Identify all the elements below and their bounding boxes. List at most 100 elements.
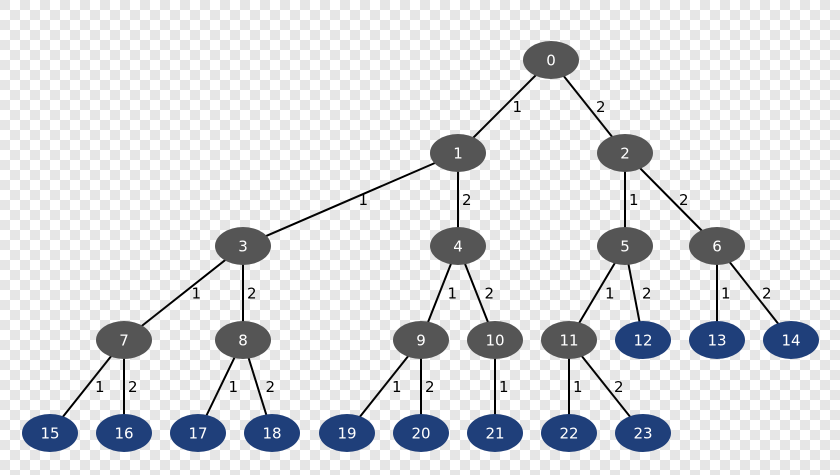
node-7: 7 (96, 321, 152, 359)
leaf-node-13: 13 (689, 321, 745, 359)
node-label: 13 (707, 332, 726, 350)
edge-label-9-20: 2 (425, 378, 435, 396)
edge-1-3 (242, 152, 459, 247)
node-shape (215, 321, 271, 359)
node-label: 10 (485, 332, 504, 350)
edge-label-5-12: 2 (642, 285, 652, 303)
node-1: 1 (430, 134, 486, 172)
node-label: 8 (238, 332, 248, 350)
node-label: 3 (238, 238, 248, 256)
edge-label-11-22: 1 (573, 378, 583, 396)
edge-label-7-16: 2 (128, 378, 138, 396)
node-3: 3 (215, 227, 271, 265)
node-shape (541, 414, 597, 452)
edge-label-9-19: 1 (392, 378, 402, 396)
node-shape (467, 321, 523, 359)
leaf-node-17: 17 (170, 414, 226, 452)
node-label: 2 (620, 145, 630, 163)
node-label: 18 (262, 425, 281, 443)
node-11: 11 (541, 321, 597, 359)
node-2: 2 (597, 134, 653, 172)
node-5: 5 (597, 227, 653, 265)
node-shape (96, 414, 152, 452)
node-label: 20 (411, 425, 430, 443)
node-label: 16 (114, 425, 133, 443)
node-shape (430, 227, 486, 265)
node-9: 9 (393, 321, 449, 359)
node-shape (597, 134, 653, 172)
edge-label-10-21: 1 (499, 378, 509, 396)
node-label: 22 (559, 425, 578, 443)
node-label: 12 (633, 332, 652, 350)
node-label: 19 (337, 425, 356, 443)
edge-label-1-4: 2 (462, 191, 472, 209)
node-label: 11 (559, 332, 578, 350)
node-10: 10 (467, 321, 523, 359)
edge-3-7 (123, 245, 244, 341)
node-shape (541, 321, 597, 359)
node-6: 6 (689, 227, 745, 265)
node-label: 5 (620, 238, 630, 256)
edge-label-0-1: 1 (513, 98, 523, 116)
node-shape (597, 227, 653, 265)
edge-label-3-8: 2 (247, 285, 257, 303)
node-shape (215, 227, 271, 265)
node-shape (22, 414, 78, 452)
node-shape (523, 41, 579, 79)
leaf-node-21: 21 (467, 414, 523, 452)
node-shape (96, 321, 152, 359)
leaf-node-12: 12 (615, 321, 671, 359)
leaf-node-15: 15 (22, 414, 78, 452)
node-label: 6 (712, 238, 722, 256)
node-shape (467, 414, 523, 452)
node-label: 0 (546, 52, 556, 70)
node-shape (689, 227, 745, 265)
leaf-node-19: 19 (319, 414, 375, 452)
node-label: 23 (633, 425, 652, 443)
node-shape (393, 414, 449, 452)
edge-label-1-3: 1 (359, 191, 369, 209)
node-shape (615, 321, 671, 359)
edge-label-11-23: 2 (614, 378, 624, 396)
edge-label-5-11: 1 (605, 285, 615, 303)
node-4: 4 (430, 227, 486, 265)
edge-label-8-17: 1 (229, 378, 239, 396)
edge-label-7-15: 1 (95, 378, 105, 396)
node-shape (689, 321, 745, 359)
node-shape (393, 321, 449, 359)
leaf-node-16: 16 (96, 414, 152, 452)
leaf-node-23: 23 (615, 414, 671, 452)
node-shape (615, 414, 671, 452)
leaf-node-18: 18 (244, 414, 300, 452)
edge-label-2-6: 2 (679, 191, 689, 209)
edge-label-6-13: 1 (721, 285, 731, 303)
node-label: 1 (453, 145, 463, 163)
edge-label-4-9: 1 (448, 285, 458, 303)
node-label: 4 (453, 238, 463, 256)
edge-label-3-7: 1 (192, 285, 202, 303)
node-label: 9 (416, 332, 426, 350)
node-shape (170, 414, 226, 452)
node-label: 21 (485, 425, 504, 443)
node-0: 0 (523, 41, 579, 79)
node-8: 8 (215, 321, 271, 359)
node-shape (319, 414, 375, 452)
edge-label-8-18: 2 (266, 378, 276, 396)
edge-label-4-10: 2 (485, 285, 495, 303)
leaf-node-14: 14 (763, 321, 819, 359)
edge-label-0-2: 2 (596, 98, 606, 116)
node-label: 15 (40, 425, 59, 443)
edge-label-6-14: 2 (762, 285, 772, 303)
node-shape (763, 321, 819, 359)
node-shape (244, 414, 300, 452)
node-label: 17 (188, 425, 207, 443)
node-label: 7 (119, 332, 129, 350)
edge-label-2-5: 1 (629, 191, 639, 209)
leaf-node-20: 20 (393, 414, 449, 452)
node-shape (430, 134, 486, 172)
leaf-node-22: 22 (541, 414, 597, 452)
